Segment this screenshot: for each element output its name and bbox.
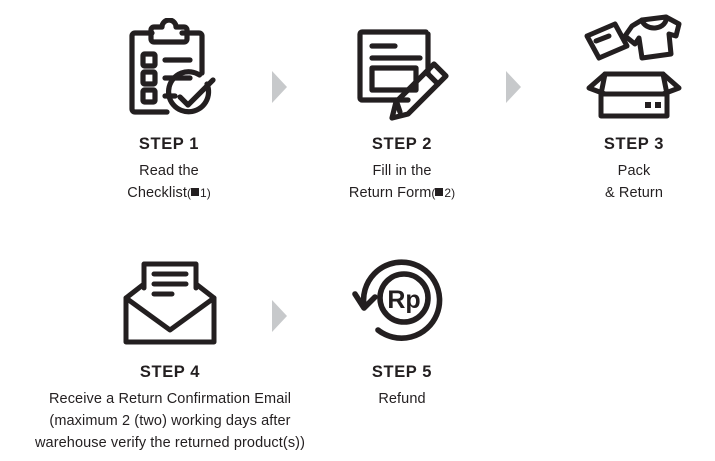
step-desc-text: Return Form bbox=[348, 184, 432, 201]
clipboard-checklist-icon bbox=[83, 4, 255, 122]
step-card-2: STEP 2 Fill in the Return Form(2) bbox=[316, 4, 488, 205]
step-card-1: STEP 1 Read the Checklist(1) bbox=[83, 4, 255, 205]
step-desc-line: Receive a Return Confirmation Email bbox=[48, 391, 292, 408]
step-desc-line: warehouse verify the returned product(s)… bbox=[34, 434, 306, 451]
form-with-pencil-icon bbox=[316, 4, 488, 122]
step-title: STEP 4 bbox=[139, 363, 201, 381]
currency-symbol: Rp bbox=[387, 286, 420, 314]
step-description: Read the Checklist(1) bbox=[83, 161, 255, 205]
step-description: Refund bbox=[316, 389, 488, 411]
step-desc-text: Checklist bbox=[127, 184, 188, 201]
step-title: STEP 5 bbox=[371, 363, 433, 381]
step-desc-line: Return Form(2) bbox=[316, 183, 488, 205]
step-desc-line: Fill in the bbox=[372, 163, 432, 180]
step-description: Pack & Return bbox=[548, 161, 715, 205]
step-desc-line: Refund bbox=[378, 391, 426, 408]
footnote-marker: (2) bbox=[431, 185, 456, 200]
step-desc-line: Pack bbox=[617, 163, 651, 180]
step-description: Fill in the Return Form(2) bbox=[316, 161, 488, 205]
step-title: STEP 1 bbox=[138, 135, 200, 153]
step-card-5: Rp STEP 5 Refund bbox=[316, 232, 488, 411]
open-box-with-shirt-icon bbox=[548, 4, 715, 122]
step-desc-line: Read the bbox=[139, 163, 199, 180]
step-desc-line: Checklist(1) bbox=[83, 183, 255, 205]
footnote-number: 1 bbox=[200, 185, 207, 200]
step-desc-line: & Return bbox=[604, 184, 664, 201]
footnote-number: 2 bbox=[444, 185, 452, 200]
step-description: Receive a Return Confirmation Email (max… bbox=[2, 389, 338, 454]
missing-glyph-box-icon bbox=[435, 187, 444, 196]
arrow-step1-to-step2 bbox=[272, 71, 287, 103]
arrow-step4-to-step5 bbox=[272, 300, 287, 332]
step-desc-line: (maximum 2 (two) working days after bbox=[49, 412, 291, 429]
refund-rupiah-circular-arrow-icon: Rp bbox=[316, 232, 488, 350]
step-card-3: STEP 3 Pack & Return bbox=[548, 4, 715, 205]
step-title: STEP 3 bbox=[603, 135, 665, 153]
missing-glyph-box-icon bbox=[191, 187, 200, 196]
footnote-marker: (1) bbox=[187, 185, 211, 200]
open-envelope-letter-icon bbox=[2, 232, 338, 350]
step-card-4: STEP 4 Receive a Return Confirmation Ema… bbox=[2, 232, 338, 454]
arrow-step2-to-step3 bbox=[506, 71, 521, 103]
step-title: STEP 2 bbox=[371, 135, 433, 153]
